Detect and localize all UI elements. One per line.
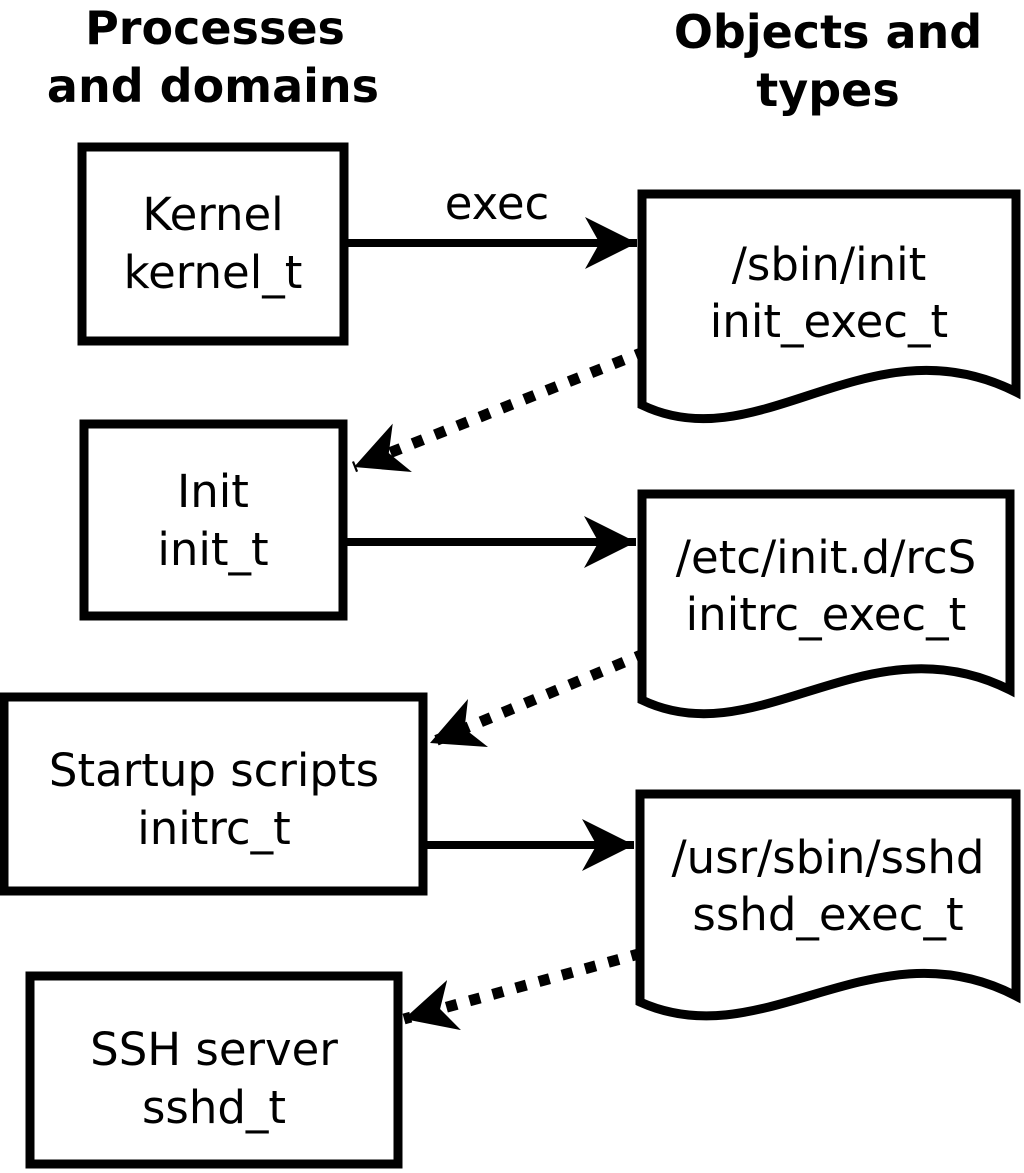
init-box	[79, 419, 348, 621]
transition-arrow-rcs-to-startup	[427, 647, 649, 749]
etc-initd-rcs-document	[637, 489, 1015, 719]
ssh-server-box	[25, 971, 403, 1169]
startup-scripts-box-domain: initrc_t	[137, 802, 291, 855]
sbin-init-type: init_exec_t	[710, 295, 948, 348]
usr-sbin-sshd-path: /usr/sbin/sshd	[672, 831, 985, 884]
process-node-ssh-server: SSH server sshd_t	[25, 971, 403, 1169]
etc-initd-rcs-path: /etc/init.d/rcS	[676, 531, 976, 584]
ssh-server-box-domain: sshd_t	[142, 1081, 286, 1134]
right-column-header-line1: Objects and	[674, 5, 982, 59]
object-node-usr-sbin-sshd: /usr/sbin/sshd sshd_exec_t	[635, 789, 1021, 1021]
process-node-init: Init init_t	[79, 419, 348, 621]
transition-arrow-sshd-to-sshserver	[402, 947, 644, 1031]
right-column-header-line2: types	[756, 63, 899, 117]
sbin-init-path: /sbin/init	[732, 238, 927, 291]
kernel-box	[77, 142, 349, 346]
object-node-sbin-init: /sbin/init init_exec_t	[637, 189, 1021, 424]
left-column-header-line2: and domains	[47, 59, 379, 113]
usr-sbin-sshd-document	[635, 789, 1021, 1021]
init-box-domain: init_t	[157, 523, 268, 576]
sbin-init-document	[637, 189, 1021, 424]
init-box-name: Init	[177, 465, 249, 518]
kernel-box-name: Kernel	[142, 188, 283, 241]
left-column-header-line1: Processes	[85, 1, 345, 55]
kernel-box-domain: kernel_t	[124, 246, 303, 299]
transition-arrow-sbin-init-to-init	[351, 345, 649, 473]
process-node-kernel: Kernel kernel_t	[77, 142, 349, 346]
startup-scripts-box-name: Startup scripts	[49, 744, 379, 797]
startup-scripts-box	[0, 692, 428, 896]
ssh-server-box-name: SSH server	[90, 1023, 338, 1076]
process-node-startup-scripts: Startup scripts initrc_t	[0, 692, 428, 896]
etc-initd-rcs-type: initrc_exec_t	[686, 588, 967, 641]
exec-arrow-label: exec	[445, 177, 550, 230]
object-node-etc-initd-rcs: /etc/init.d/rcS initrc_exec_t	[637, 489, 1015, 719]
usr-sbin-sshd-type: sshd_exec_t	[692, 888, 963, 941]
